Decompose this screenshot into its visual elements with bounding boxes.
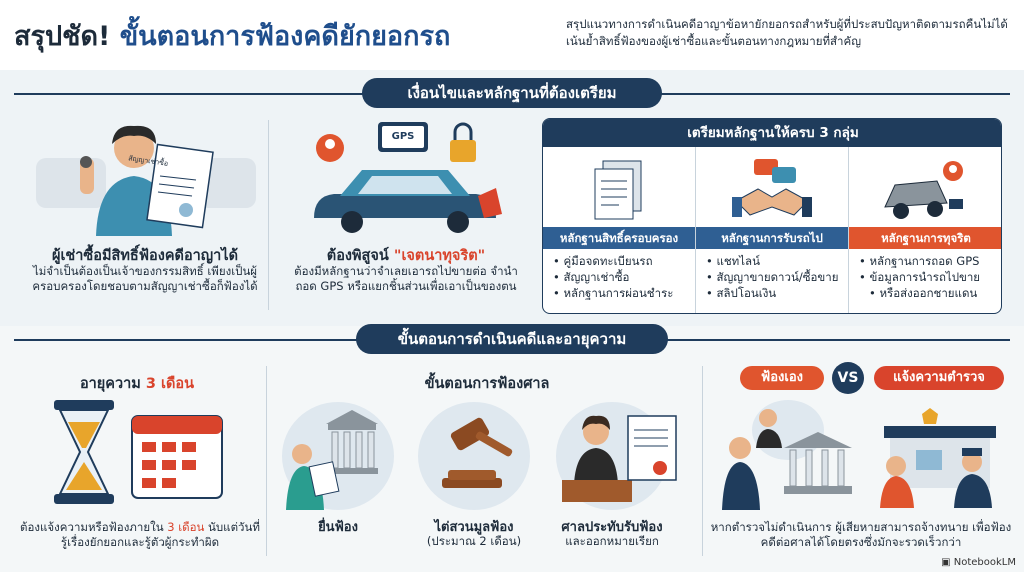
list-item: หลักฐานการผ่อนชำระ: [553, 285, 695, 301]
step-label: ศาลประทับรับฟ้อง: [561, 520, 663, 535]
evidence-list: คู่มือจดทะเบียนรถ สัญญาเช่าซื้อ หลักฐานก…: [543, 249, 695, 301]
car-gps-icon: [314, 122, 502, 233]
lessee-right-body: ไม่จำเป็นต้องเป็นเจ้าของกรรมสิทธิ์ เพียง…: [32, 264, 258, 293]
evidence-list: แชทไลน์ สัญญาขายดาวน์/ซื้อขาย สลิปโอนเงิ…: [696, 249, 848, 301]
section2-heading: ขั้นตอนการดำเนินคดีและอายุความ: [356, 324, 668, 354]
step-sub: และออกหมายเรียก: [565, 534, 659, 548]
intent-title-highlight: "เจตนาทุจริต": [393, 248, 486, 264]
limitation-body-b: นับแต่วันที่รู้เรื่องยักยอกและรู้ตัวผู้ก…: [60, 520, 260, 549]
evidence-group-ownership: หลักฐานสิทธิ์ครอบครอง คู่มือจดทะเบียนรถ …: [543, 147, 696, 313]
limitation-body-a: ต้องแจ้งความหรือฟ้องภายใน: [20, 520, 164, 534]
list-item-continuation: หรือส่งออกชายแดน: [859, 285, 1001, 301]
hourglass-calendar-icon: [54, 400, 223, 504]
logo-text: NotebookLM: [953, 557, 1016, 568]
limitation-body: ต้องแจ้งความหรือฟ้องภายใน 3 เดือน นับแต่…: [20, 520, 260, 550]
gps-label: GPS: [391, 131, 415, 142]
divider: [266, 366, 267, 556]
police-station-icon: [880, 408, 996, 508]
intent-body: ต้องมีหลักฐานว่าจำเลยเอารถไปขายต่อ จำนำ …: [294, 264, 518, 293]
person-with-contract-icon: [36, 125, 256, 236]
step-label: ไต่สวนมูลฟ้อง: [434, 520, 514, 535]
divider: [268, 120, 269, 310]
evidence-group-fraud: หลักฐานการทุจริต หลักฐานการถอด GPS ข้อมู…: [849, 147, 1001, 313]
header: [0, 0, 1024, 70]
list-item: ข้อมูลการนำรถไปขาย: [859, 269, 1001, 285]
list-item: แชทไลน์: [706, 253, 848, 269]
evidence-box: เตรียมหลักฐานให้ครบ 3 กลุ่ม หลักฐานสิทธิ…: [542, 118, 1002, 314]
evidence-group-title: หลักฐานการทุจริต: [849, 227, 1001, 249]
page-subtitle: สรุปแนวทางการดำเนินคดีอาญาข้อหายักยอกรถส…: [566, 17, 1008, 48]
step-hearing-icon-bg: [418, 402, 530, 510]
lessee-right-title: ผู้เช่าซื้อมีสิทธิ์ฟ้องคดีอาญาได้: [51, 248, 239, 264]
evidence-list: หลักฐานการถอด GPS ข้อมูลการนำรถไปขาย หรื…: [849, 249, 1001, 301]
list-item: หลักฐานการถอด GPS: [859, 253, 1001, 269]
evidence-group-title: หลักฐานการรับรถไป: [696, 227, 848, 249]
judge-icon: [562, 415, 677, 502]
evidence-group-handover: หลักฐานการรับรถไป แชทไลน์ สัญญาขายดาวน์/…: [696, 147, 849, 313]
divider: [702, 366, 703, 556]
title-main: ขั้นตอนการฟ้องคดียักยอกรถ: [119, 21, 451, 52]
evidence-group-title: หลักฐานสิทธิ์ครอบครอง: [543, 227, 695, 249]
documents-icon: [594, 160, 642, 220]
limitation-body-highlight: 3 เดือน: [167, 520, 205, 534]
list-item: สัญญาขายดาวน์/ซื้อขาย: [706, 269, 848, 285]
police-report-badge: แจ้งความตำรวจ: [874, 366, 1004, 390]
limitation-title-highlight: 3 เดือน: [145, 376, 195, 392]
step-label: ยื่นฟ้อง: [318, 520, 358, 535]
page-title: สรุปชัด! ขั้นตอนการฟ้องคดียักยอกรถ: [14, 14, 450, 57]
evidence-title: เตรียมหลักฐานให้ครบ 3 กลุ่ม: [543, 119, 1001, 147]
section1-heading: เงื่อนไขและหลักฐานที่ต้องเตรียม: [362, 78, 662, 108]
limitation-title: อายุความ 3 เดือน: [20, 372, 254, 395]
step-sub: (ประมาณ 2 เดือน): [426, 534, 522, 548]
file-lawsuit-icon: [286, 410, 378, 510]
title-prefix: สรุปชัด!: [14, 21, 111, 52]
list-item: สัญญาเช่าซื้อ: [553, 269, 695, 285]
self-file-badge: ฟ้องเอง: [740, 366, 824, 390]
lawyer-court-icon: [722, 409, 852, 510]
compare-body: หากตำรวจไม่ดำเนินการ ผู้เสียหายสามารถจ้า…: [710, 520, 1012, 549]
limitation-title-prefix: อายุความ: [79, 376, 141, 392]
list-item: คู่มือจดทะเบียนรถ: [553, 253, 695, 269]
notebooklm-logo: ▣ NotebookLM: [941, 557, 1016, 568]
intent-title-prefix: ต้องพิสูจน์: [326, 248, 389, 264]
handshake-chat-icon: [732, 159, 812, 217]
intent-title: ต้องพิสูจน์ "เจตนาทุจริต": [284, 244, 528, 267]
vs-badge: VS: [832, 362, 864, 394]
court-title: ขั้นตอนการฟ้องศาล: [424, 376, 550, 392]
list-item: สลิปโอนเงิน: [706, 285, 848, 301]
car-parts-icon: [884, 161, 963, 219]
gavel-icon: [442, 417, 513, 488]
